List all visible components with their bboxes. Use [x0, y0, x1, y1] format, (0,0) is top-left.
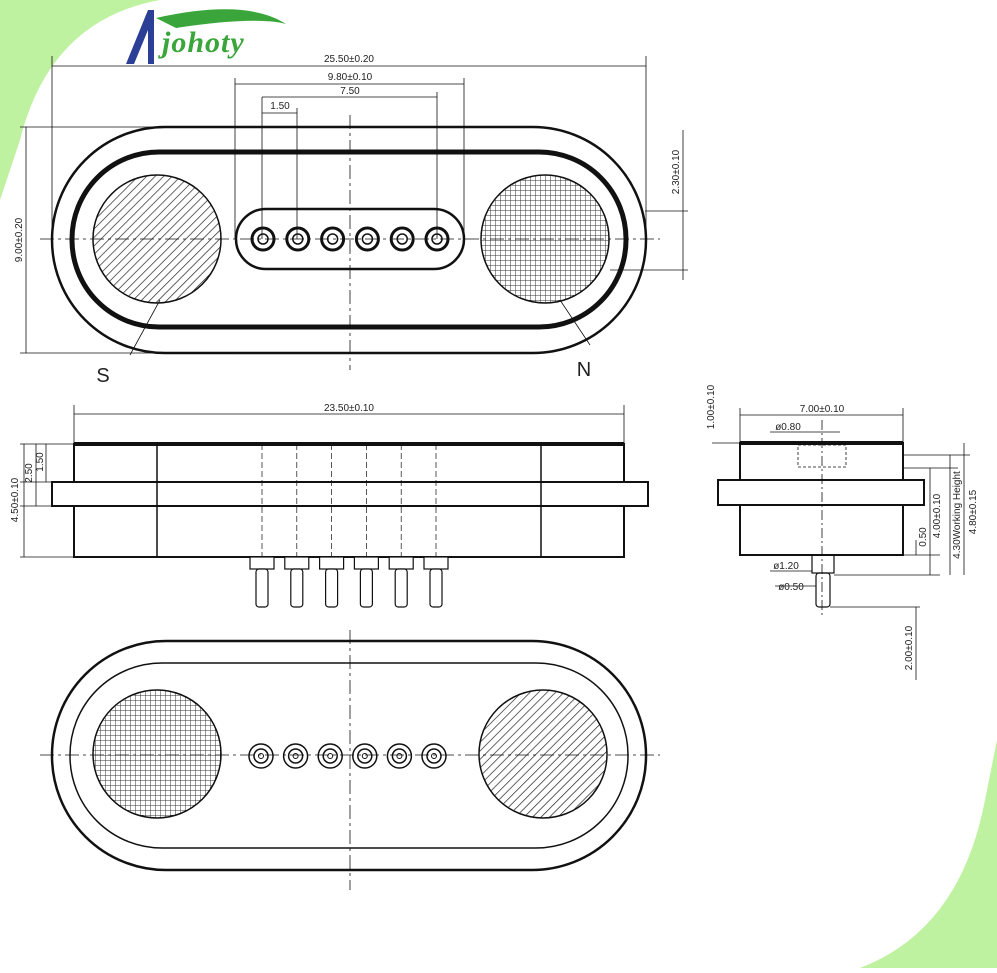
top-inner-rim — [69, 149, 629, 330]
dim-working-height: 4.30Working Height — [952, 471, 963, 559]
bottom-pin-ring — [253, 748, 269, 764]
bottom-magnet-right — [478, 689, 608, 819]
dim-magnet-offset: 2.30±0.10 — [671, 149, 682, 194]
dim-pin-pitch: 1.50 — [270, 101, 290, 112]
dim-flange-length: 23.50±0.10 — [324, 403, 374, 414]
bottom-pin-ring — [391, 748, 408, 764]
bottom-pin-outer — [421, 743, 447, 769]
front-pin-collar — [353, 556, 379, 570]
dim-body-height: 4.00±0.10 — [932, 493, 943, 538]
bottom-magnet-left — [92, 689, 222, 819]
bottom-pin-center — [361, 753, 368, 759]
dim-front-total-height: 4.50±0.10 — [10, 477, 21, 522]
front-pin-shaft — [255, 568, 269, 608]
bottom-pin-ring — [287, 748, 304, 764]
bottom-pin-center — [431, 753, 437, 759]
side-flange — [717, 479, 925, 506]
dim-total-height: 4.80±0.15 — [968, 489, 979, 534]
bottom-inner-rim — [69, 662, 629, 849]
dim-pin-dia-small: ø0.50 — [778, 582, 804, 593]
front-pin-shaft — [290, 568, 304, 608]
front-pin-collar — [249, 556, 275, 570]
label-south: S — [96, 365, 109, 387]
front-pin-shaft — [325, 568, 339, 608]
bottom-pin-ring — [426, 748, 442, 764]
logo-a-mark-icon — [126, 10, 154, 64]
bottom-pin-center — [292, 753, 299, 759]
bottom-view — [40, 630, 660, 890]
dim-top-offset: 1.00±0.10 — [706, 384, 717, 429]
bottom-outer-body — [50, 639, 648, 872]
bottom-pin-center — [327, 753, 334, 759]
side-pin — [811, 554, 835, 574]
front-pin-shaft — [429, 568, 443, 608]
front-pin-collar — [388, 556, 414, 570]
label-north: N — [577, 359, 591, 381]
logo-swoosh-icon — [156, 9, 286, 28]
bottom-pin-ring — [357, 748, 373, 764]
dim-overall-length: 25.50±0.20 — [324, 54, 374, 65]
top-pin-center — [326, 233, 339, 245]
bottom-pin-outer — [352, 743, 378, 769]
front-pin-shaft — [359, 568, 373, 608]
dim-pin-gap: 0.50 — [918, 527, 929, 547]
top-view — [20, 56, 688, 370]
bottom-pin-outer — [282, 743, 309, 769]
dim-flange-offset: 1.50 — [35, 452, 46, 472]
bottom-pin-outer — [317, 743, 343, 769]
front-flange — [51, 481, 649, 507]
dim-pin-length: 2.00±0.10 — [904, 625, 915, 670]
side-view — [712, 408, 970, 680]
dim-body-width: 7.00±0.10 — [800, 404, 845, 415]
brand-logo — [96, 6, 296, 70]
bg-swoosh-top-left — [0, 0, 160, 200]
bottom-pin-center — [258, 753, 264, 759]
bg-swoosh-bottom-right — [860, 740, 997, 968]
bottom-pin-ring — [322, 748, 338, 764]
dim-pin-dia-large: ø1.20 — [773, 561, 799, 572]
front-view — [20, 405, 649, 608]
side-pin-tip — [815, 572, 831, 608]
front-pin-shaft — [394, 568, 408, 608]
dim-flange-thickness: 2.50 — [24, 463, 35, 483]
dim-pin-span: 7.50 — [340, 86, 360, 97]
bottom-pin-outer — [386, 743, 413, 769]
dim-overall-width: 9.00±0.20 — [14, 217, 25, 262]
brand-name: johoty — [162, 26, 245, 59]
front-pin-collar — [319, 556, 345, 570]
front-pin-collar — [423, 556, 449, 570]
bottom-pin-outer — [248, 743, 274, 769]
front-pin-collar — [284, 556, 310, 570]
dim-pin-head-dia: ø0.80 — [775, 422, 801, 433]
bottom-pin-center — [396, 753, 403, 759]
dim-pin-span-outer: 9.80±0.10 — [328, 72, 373, 83]
